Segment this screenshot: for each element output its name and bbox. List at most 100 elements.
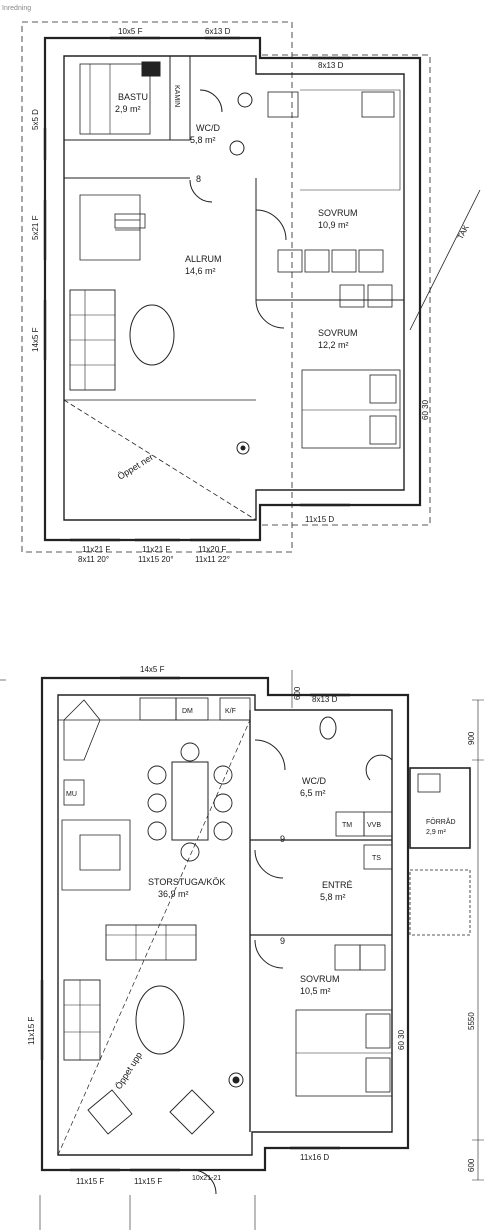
lower-entre-area: 5,8 m² [320,892,346,902]
porch [409,869,471,936]
lower-wcd-area: 6,5 m² [300,788,326,798]
fixture-mu: MU [66,791,77,798]
lower-floor [0,670,484,1230]
lower-forrad-name: FÖRRÅD [426,817,456,826]
upper-allrum-name: ALLRUM [185,254,222,264]
lower-sofa-side-cushions [64,980,100,1060]
dim-600-top: 600 [293,686,302,700]
lower-open-line [57,719,251,1156]
fixture-vvb: VVB [367,822,381,829]
upper-win-bottom3-sub: 11x11 22° [195,555,230,564]
upper-sovrum2-name: SOVRUM [318,328,358,338]
upper-win-top1: 10x5 F [118,27,143,36]
upper-chimney [236,441,250,455]
upper-table [129,304,175,366]
dim-line-900 [472,699,484,761]
dining-table [171,761,209,841]
armchair-1 [87,1089,133,1135]
lower-wardrobe-2 [359,944,386,971]
upper-bastu-name: BASTU [118,92,148,102]
upper-win-bottom2-sub: 11x15 20° [138,555,174,564]
dim-600-bottom: 600 [467,1158,476,1172]
upper-wcd-name: WC/D [196,123,220,133]
lower-bed-pillow-a [365,1013,391,1049]
lower-chimney-core [232,1076,240,1084]
bed1-pillow [361,91,395,118]
upper-win-bottom-right: 11x15 D [305,515,334,524]
lower-storstuga-name: STORSTUGA/KÖK [148,877,225,887]
upper-roof-outline [21,21,293,553]
lower-entre-name: ENTRÉ [322,880,353,890]
lower-sofa-main-cushions [106,925,196,960]
lower-toilet [319,716,337,740]
lower-sofa-main [105,924,197,961]
upper-door-swing-3 [255,299,285,329]
bed2-pillow-b [369,415,397,445]
upper-win-left3: 14x5 F [31,327,40,352]
upper-win-bottom3: 11x20 F [198,545,226,554]
fixture-tm: TM [342,822,352,829]
upper-sovrum1-area: 10,9 m² [318,220,349,230]
upper-wcd-area: 5,8 m² [190,135,216,145]
bed1-frame [300,89,401,191]
upper-stair-landing [114,213,146,229]
fixture-kf: K/F [225,708,236,715]
kitchen-corner [63,699,101,761]
upper-sauna-tag: KAMIN [173,85,180,107]
lower-storstuga-area: 36,9 m² [158,889,189,899]
upper-window-marks [43,36,350,542]
lower-table [135,985,185,1055]
lower-right-dim: 60 30 [397,1029,406,1050]
dim-5550: 5550 [467,1012,476,1030]
sauna-bench-slats [89,64,111,134]
upper-door-swing-1 [189,179,213,203]
upper-bastu-area: 2,9 m² [115,104,141,114]
dim-900: 900 [467,731,476,745]
dining-chairs [147,742,233,862]
kitchen-mu [63,779,85,806]
upper-win-bottom1-sub: 8x11 20° [78,555,109,564]
upper-win-left1: 5x5 D [31,109,40,130]
upper-allrum-area: 14,6 m² [185,266,216,276]
lower-door-swing-1 [254,739,286,771]
lower-win-top-right: 8x13 D [312,695,338,704]
upper-roof-label: TAK [456,223,471,241]
lower-door-num2: 9 [280,936,285,946]
lower-wcd-name: WC/D [302,776,326,786]
upper-win-top3: 8x13 D [318,61,344,70]
lower-wardrobe-1 [334,944,361,971]
lower-chimney [228,1072,244,1088]
upper-sovrum2-area: 12,2 m² [318,340,349,350]
lower-win-bottom-right: 11x16 D [300,1153,329,1162]
upper-stair-steps [115,219,140,231]
upper-opening-label: Öppet ner [116,452,155,482]
watermark-text: Inredning [2,5,31,12]
armchair-2 [169,1089,215,1135]
dim-line-5550 [472,760,484,1141]
lower-sovrum-name: SOVRUM [300,974,340,984]
upper-roof-outline-east [262,54,431,526]
upper-right-dim: 60 30 [421,399,430,420]
upper-win-bottom1: 11x21 F [82,545,110,554]
upper-door-swing-2 [255,209,287,241]
forrad-fixture [417,773,441,793]
upper-chimney-core [240,445,246,451]
kitchen-sink [139,697,177,721]
upper-wardrobes [277,249,393,308]
upper-inner-wall [63,55,405,521]
kitchen-kf [219,697,251,721]
lower-window-marks [40,676,350,1172]
upper-win-left2: 5x21 F [31,215,40,240]
lower-forrad-area: 2,9 m² [426,829,447,836]
roof-line [409,189,481,331]
upper-sovrum1-name: SOVRUM [318,208,358,218]
upper-win-top2: 6x13 D [205,27,231,36]
upper-floor [21,21,481,553]
fixture-ts: TS [372,855,381,862]
upper-win-bottom2: 11x21 F [142,545,170,554]
lower-win-left: 11x15 F [27,1017,36,1045]
bed1-pillow2 [267,91,299,118]
wc-door-swing [199,89,223,113]
lower-door-num1: 9 [280,834,285,844]
